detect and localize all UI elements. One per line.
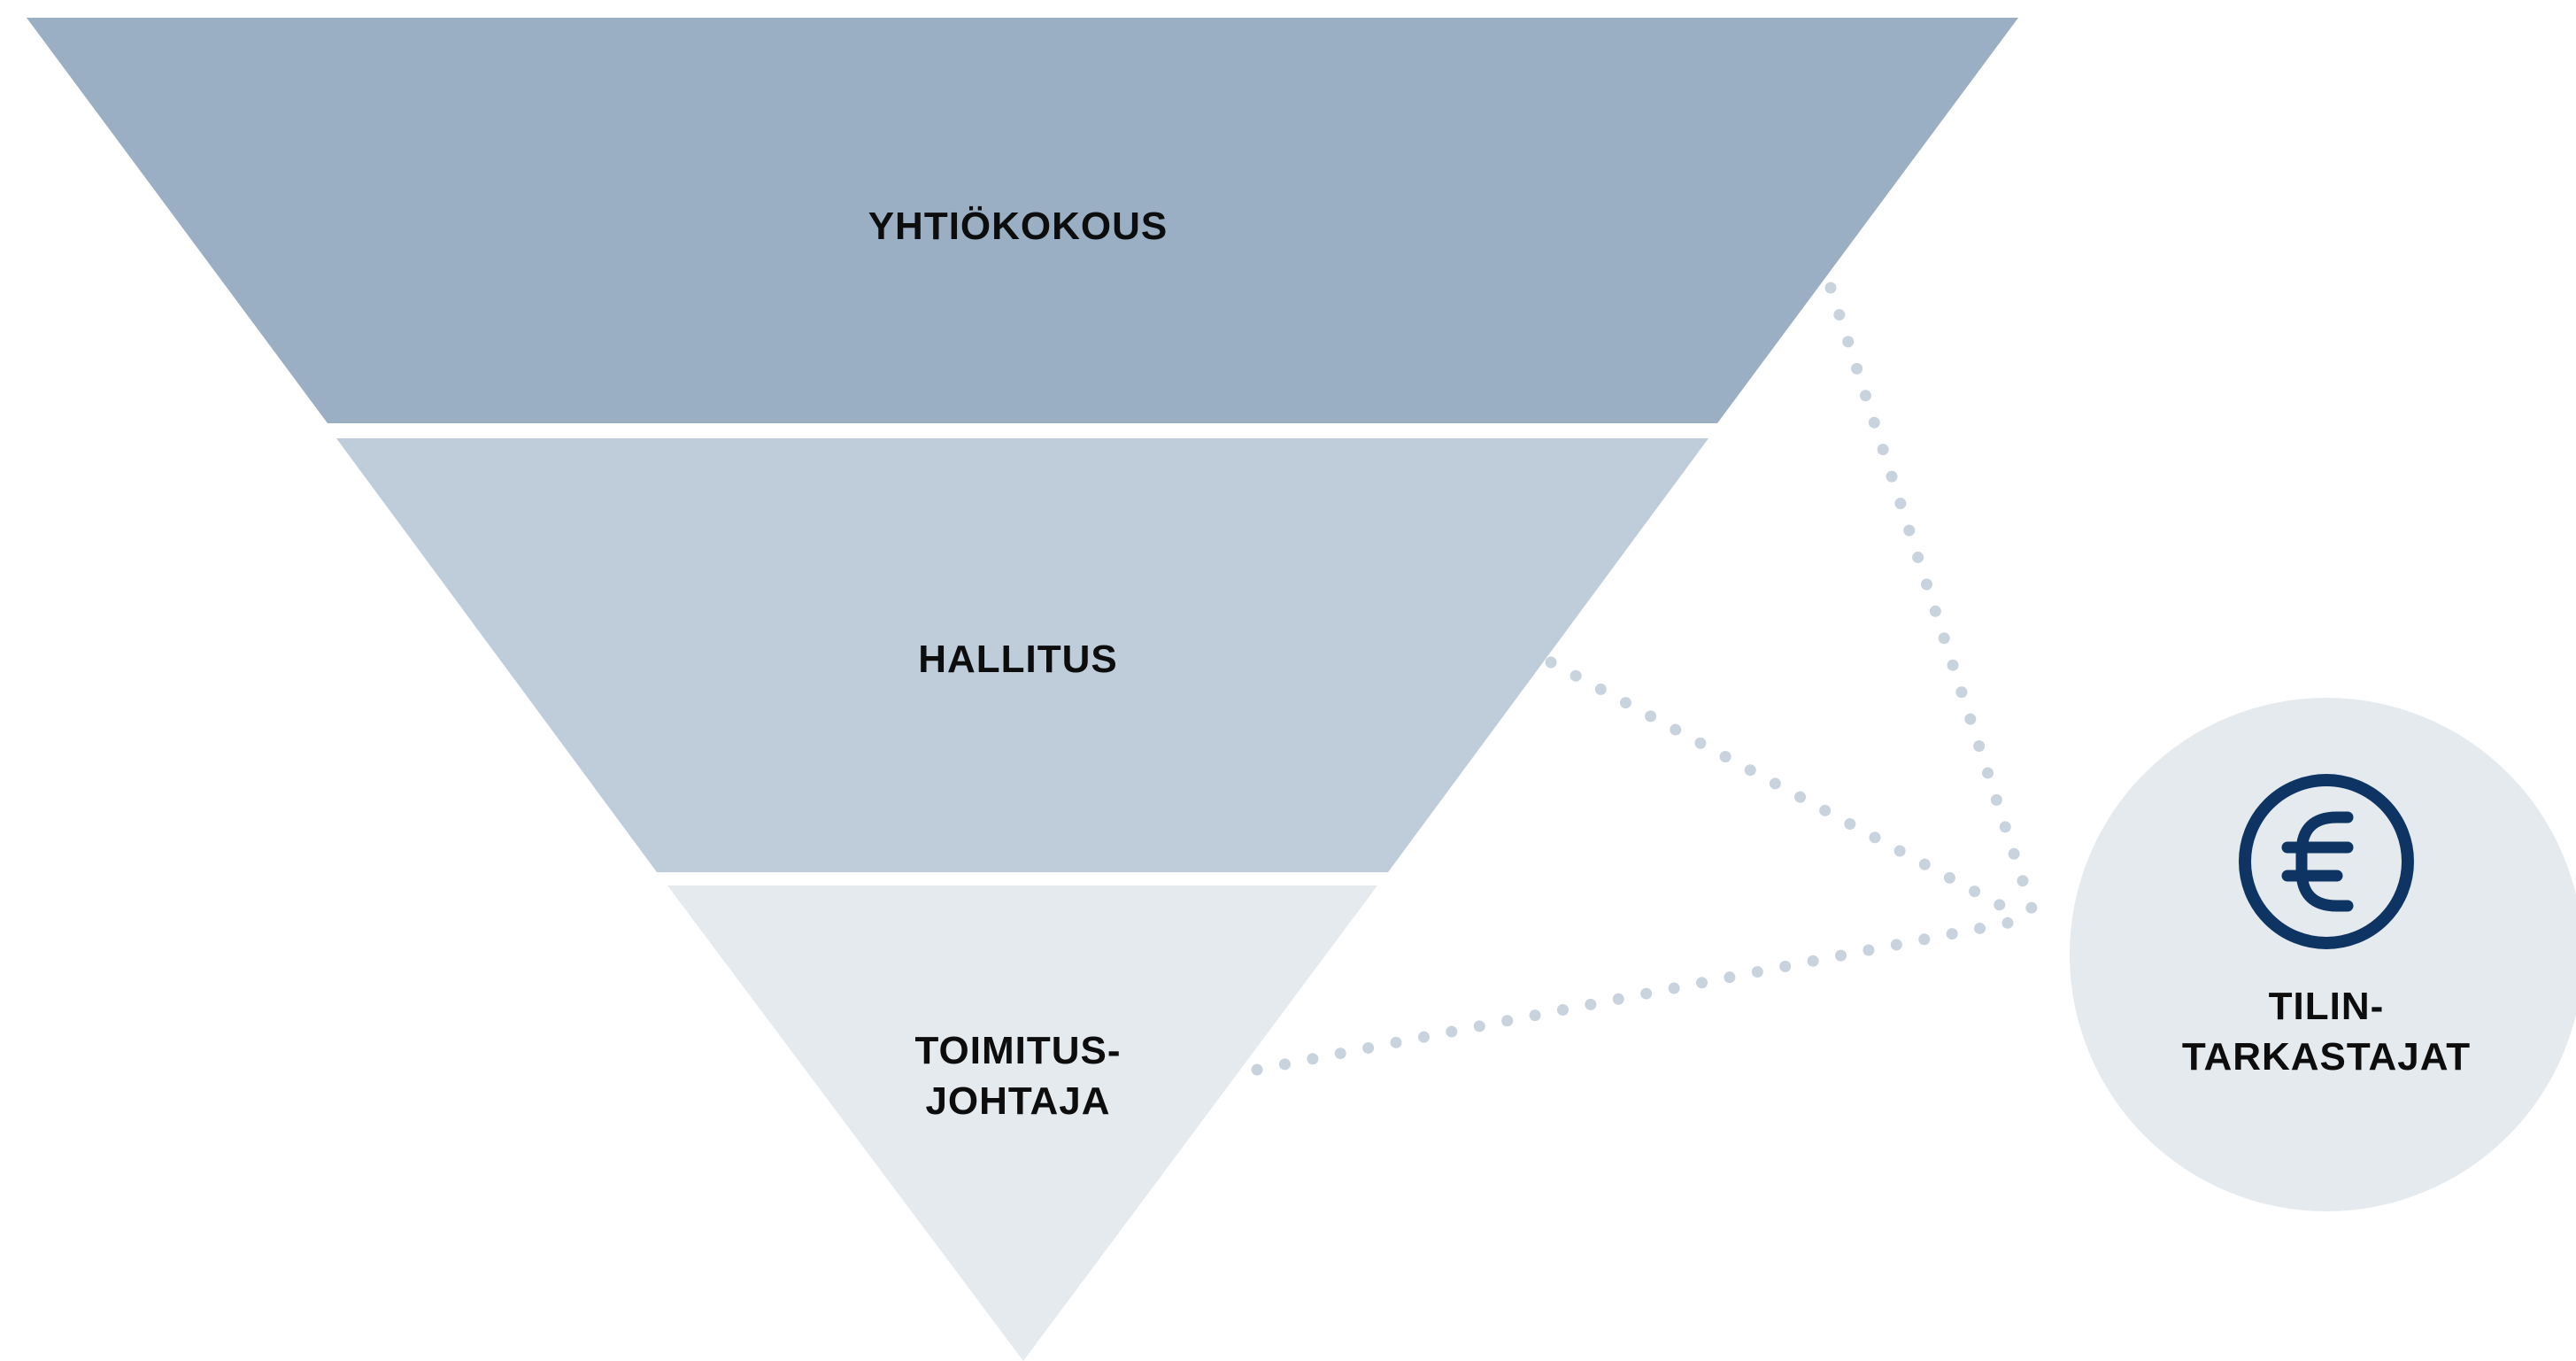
level-toimitusjohtaja-shape [667,885,1377,1361]
level-yhtiokokous-shape [27,18,2018,423]
auditor-circle [2070,698,2576,1211]
connector-yhtiokokous [1824,282,2040,923]
auditor-label-line2: TARKASTAJAT [2182,1035,2471,1079]
level-hallitus-label: HALLITUS [918,638,1118,681]
level-hallitus-shape [336,438,1708,872]
level-toimitusjohtaja-label-line1: TOIMITUS- [914,1029,1121,1072]
euro-coin-icon [2239,774,2414,949]
level-yhtiokokous-label: YHTIÖKOKOUS [868,205,1168,248]
connector-toimitusjohtaja [1251,913,2033,1076]
level-toimitusjohtaja-label-line2: JOHTAJA [925,1079,1110,1123]
auditor-label-line1: TILIN- [2269,985,2385,1028]
dotted-connectors [1251,282,2040,1076]
connector-hallitus [1545,656,2029,924]
